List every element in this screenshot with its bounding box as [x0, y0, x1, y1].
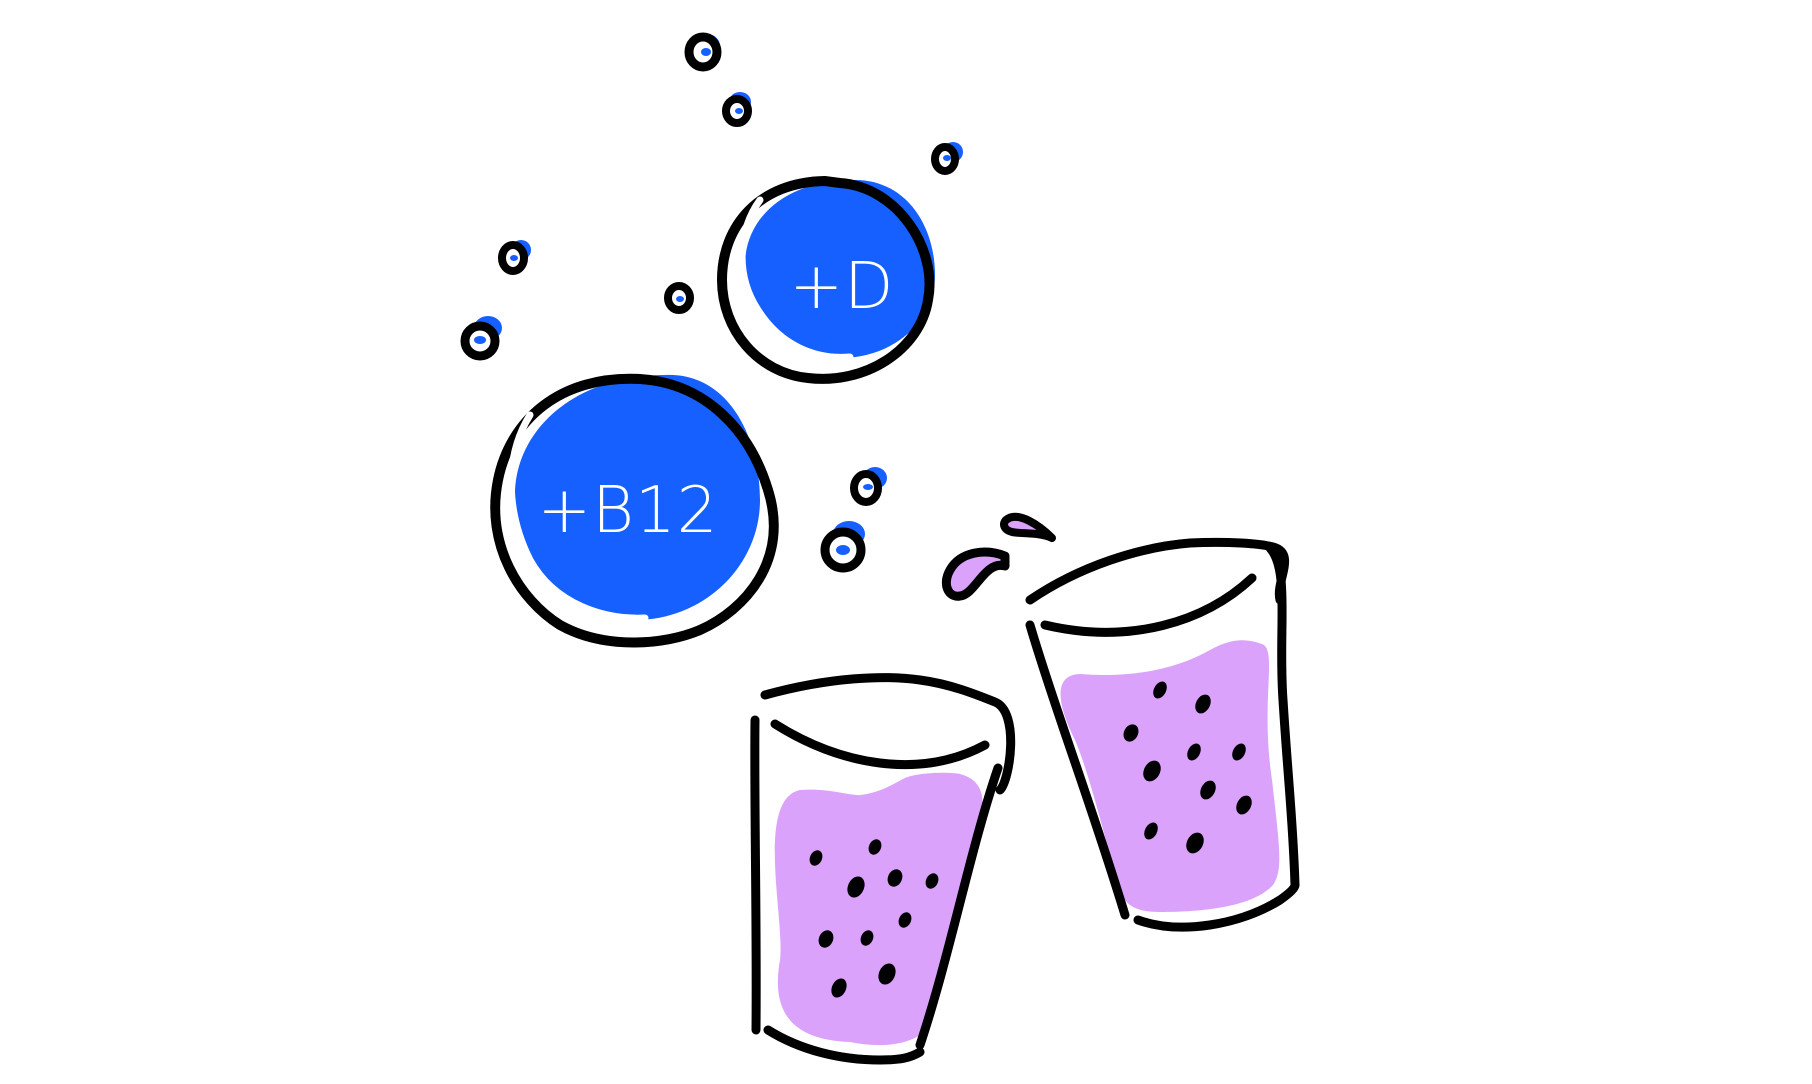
- glass-icon: [750, 673, 1016, 1065]
- bubble-icon: [820, 521, 866, 573]
- bubble-icon: [664, 282, 694, 314]
- drink-liquid-right: [1060, 640, 1280, 912]
- bubble-icon: [722, 92, 752, 127]
- vitamin-capsule-d: +D: [716, 175, 935, 384]
- splash-drop-icon: [1000, 512, 1056, 542]
- bubble-icon: [850, 467, 887, 506]
- vitamin-capsule-b12: +B12: [490, 373, 779, 648]
- glass-right: [1025, 537, 1300, 932]
- bubble-icon: [460, 316, 502, 361]
- bubbles: [460, 32, 963, 573]
- fizz-dots-right: [1123, 681, 1252, 854]
- vitamin-capsule-icon: [490, 373, 779, 648]
- drink-liquid-left: [774, 772, 983, 1046]
- bubble-icon: [931, 142, 963, 175]
- bubble-icon: [498, 240, 531, 275]
- fizz-dots-left: [809, 839, 939, 998]
- splash-drops: [941, 512, 1056, 601]
- vitamin-capsule-icon: [716, 175, 935, 384]
- vitamin-label-b12: +B12: [538, 474, 719, 548]
- glass-icon: [1025, 537, 1300, 932]
- glass-left: [750, 673, 1016, 1065]
- splash-drop-icon: [941, 547, 1010, 601]
- bubble-icon: [684, 32, 722, 72]
- vitamin-label-d: +D: [790, 250, 895, 324]
